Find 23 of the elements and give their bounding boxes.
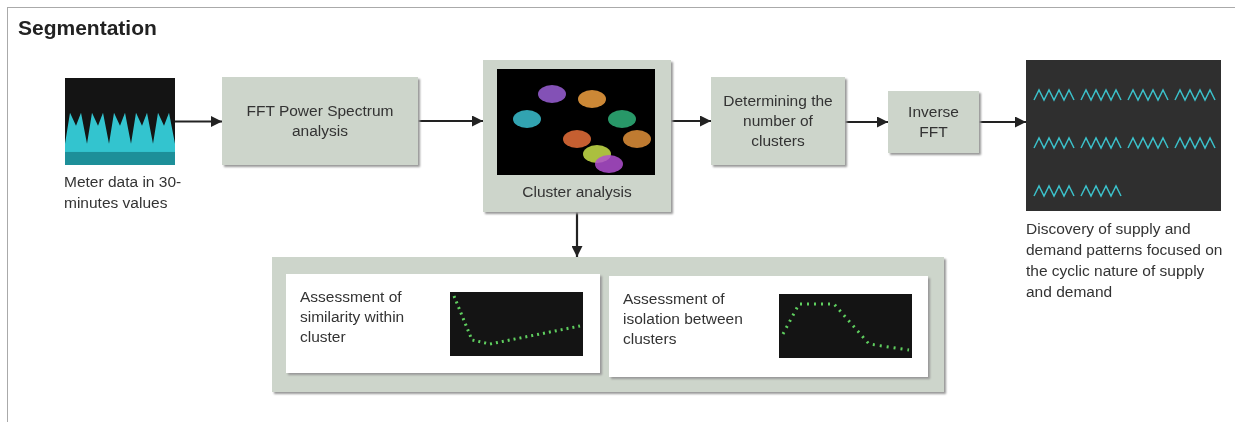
- caption-text: Meter data in 30-minutes values: [64, 172, 183, 213]
- caption-text: Discovery of supply and demand patterns focused on the cyclic nature of supply and demand: [1026, 219, 1224, 302]
- picture: [497, 69, 655, 175]
- arrow: [979, 116, 1026, 128]
- arrow: [571, 212, 583, 257]
- process-box: [483, 60, 671, 212]
- picture: [450, 292, 583, 356]
- arrow: [845, 116, 888, 128]
- card-background: [286, 274, 600, 373]
- process-box: Determining the number of clusters: [711, 77, 845, 165]
- card-background: [609, 276, 928, 377]
- group-panel: [272, 257, 944, 392]
- picture: [1026, 60, 1221, 211]
- box-label: Assessment of similarity within cluster: [300, 287, 406, 348]
- box-label: Cluster analysis: [521, 182, 633, 202]
- process-box: FFT Power Spectrum analysis: [222, 77, 418, 165]
- picture: [779, 294, 912, 358]
- process-box: Inverse FFT: [888, 91, 979, 153]
- box-label: Assessment of isolation between clusters: [623, 289, 744, 350]
- diagram-title: Segmentation: [18, 16, 157, 40]
- arrow: [671, 115, 711, 127]
- arrow: [418, 115, 483, 127]
- picture: [65, 78, 175, 165]
